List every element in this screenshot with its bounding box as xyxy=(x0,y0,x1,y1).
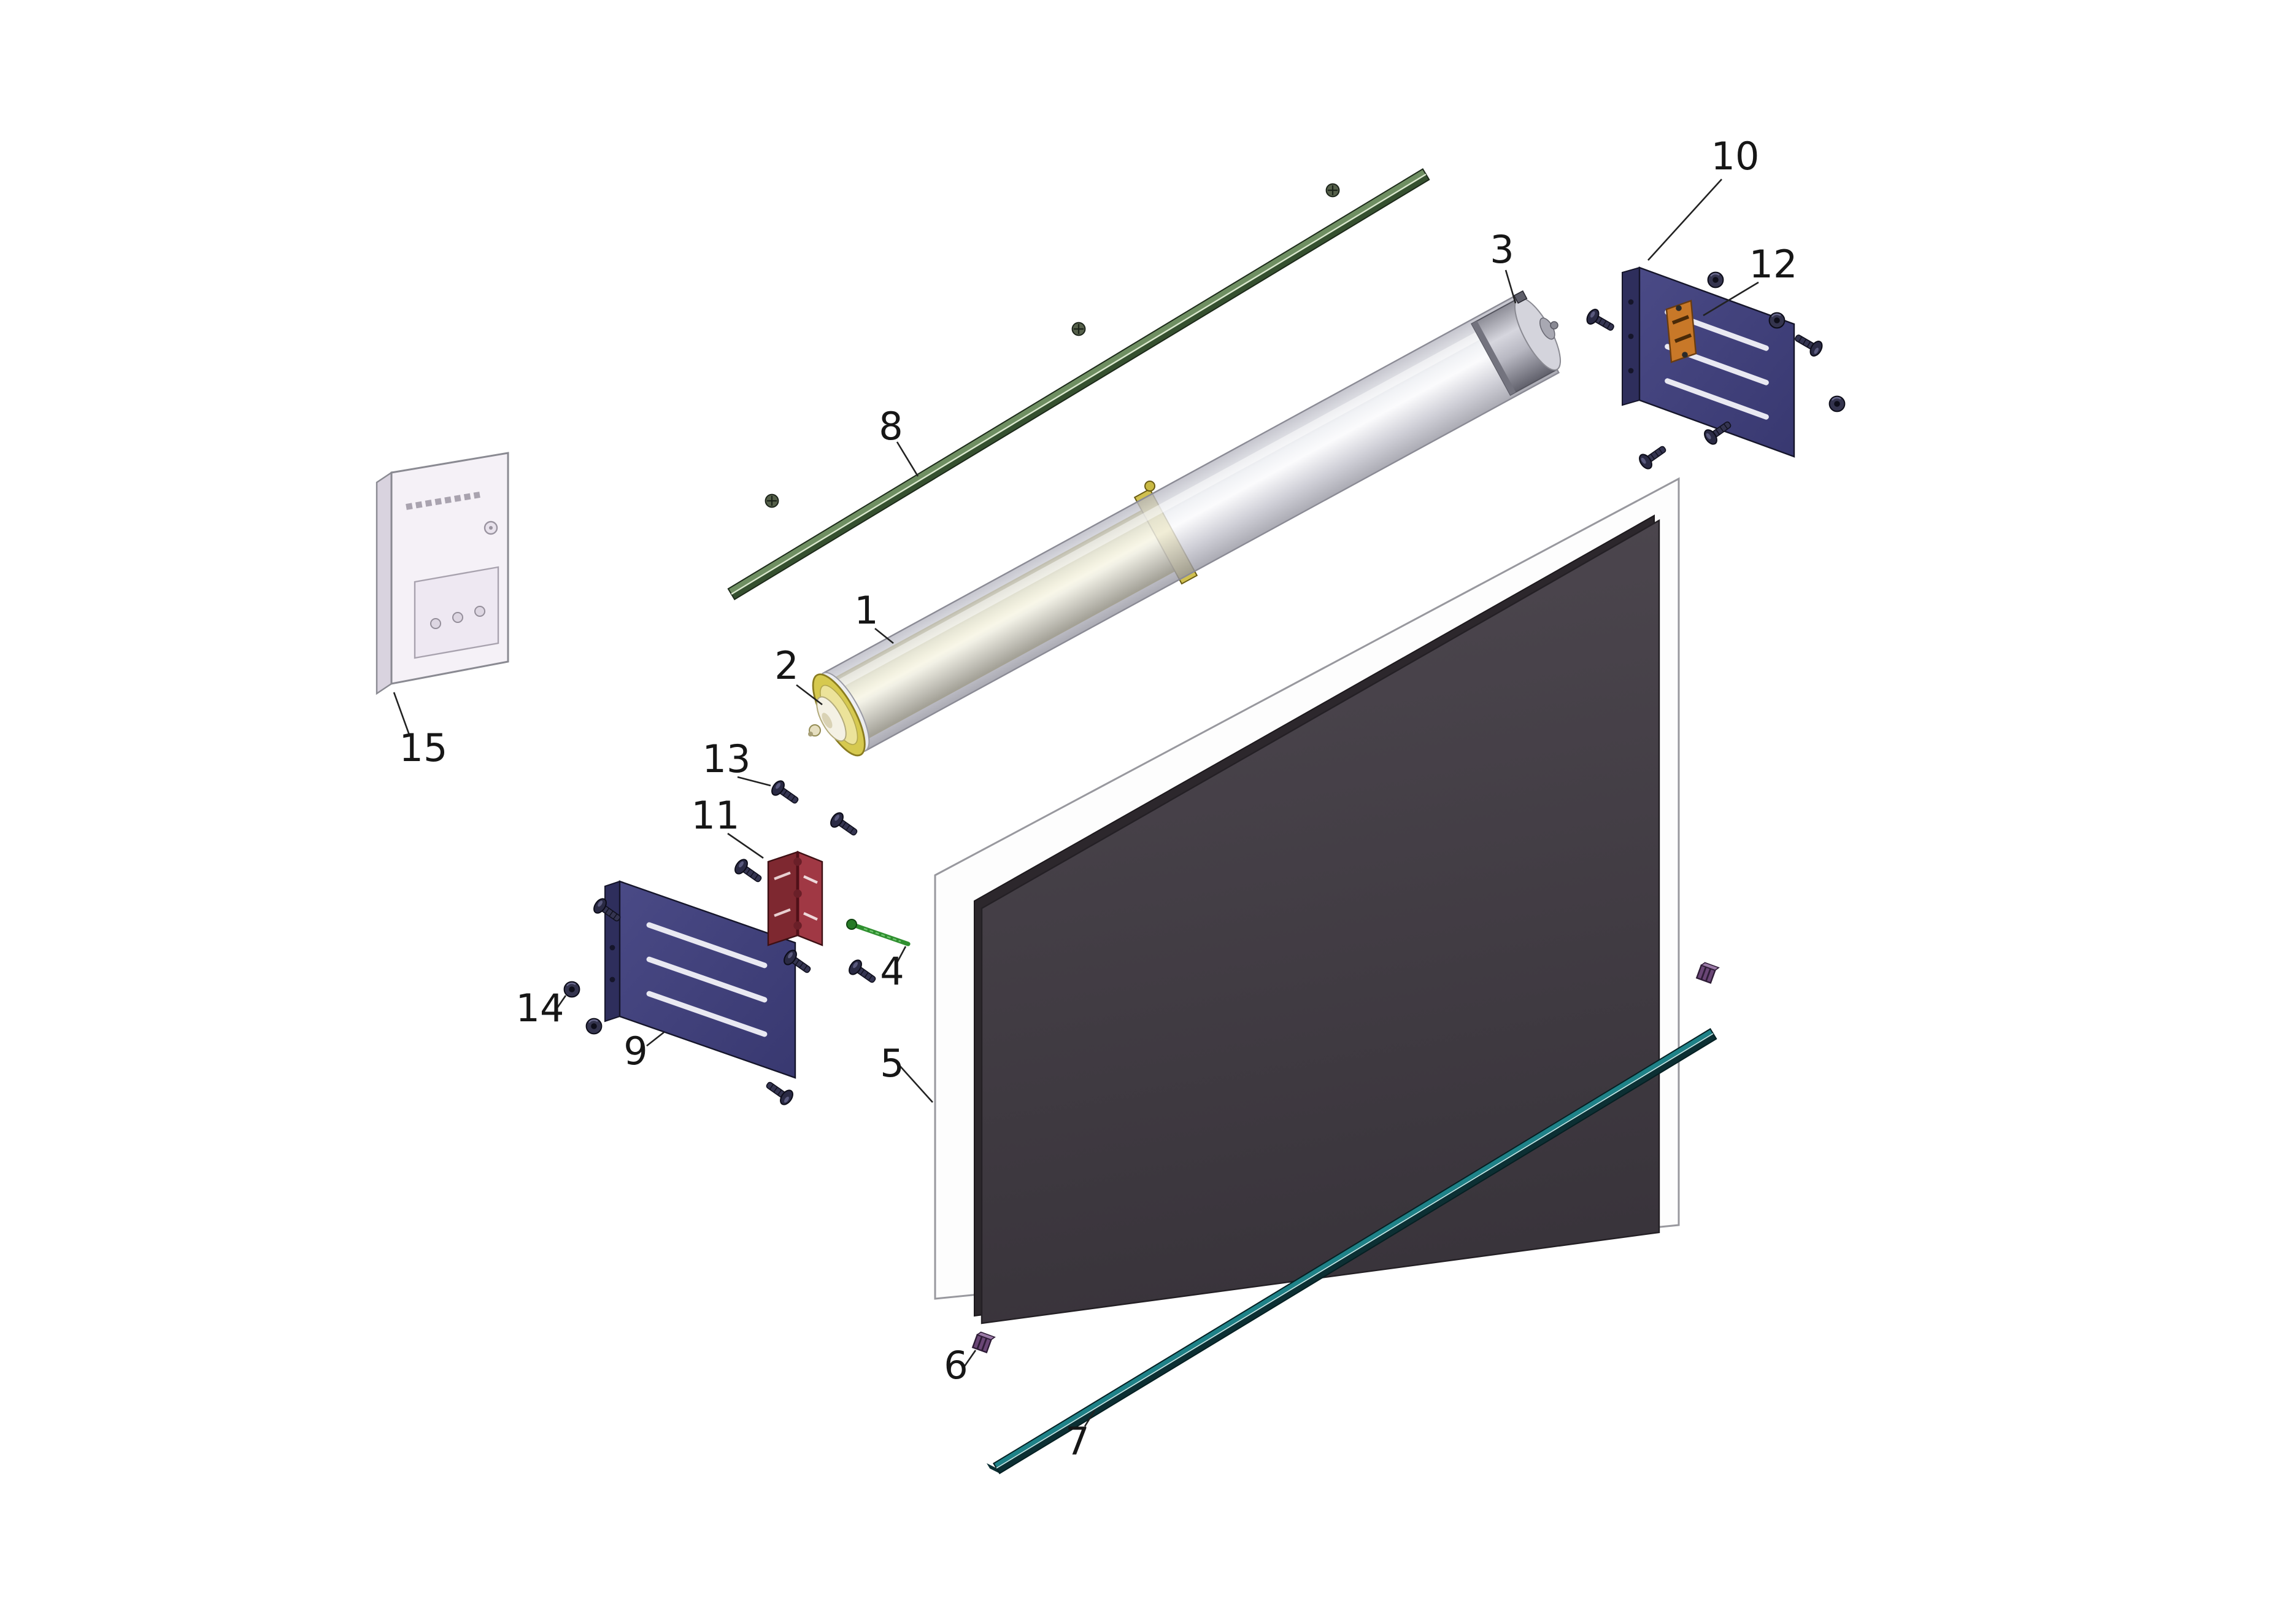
bottom-bar-highlight xyxy=(996,1033,1714,1469)
control-box-logo-dot xyxy=(489,526,493,530)
motor-shaft-pin xyxy=(1550,321,1558,330)
part-label-7: 7 xyxy=(1065,1419,1089,1464)
flange-hole xyxy=(609,945,615,951)
left-bracket-flange xyxy=(604,880,620,1023)
hinge-slot xyxy=(774,871,791,918)
hinge-knuckle xyxy=(793,889,802,898)
leader-9 xyxy=(646,1031,665,1047)
leader-7 xyxy=(1084,1410,1096,1427)
screen-stack xyxy=(934,477,1680,1324)
part-label-15: 15 xyxy=(399,725,448,770)
right-bracket xyxy=(1584,266,1846,472)
nut xyxy=(563,981,580,998)
tubular-motor xyxy=(1471,290,1562,396)
part-label-12: 12 xyxy=(1749,242,1798,287)
flange-hole xyxy=(1628,333,1634,339)
leader-6 xyxy=(963,1350,977,1367)
leader-1 xyxy=(874,627,894,644)
rail-screw xyxy=(1071,322,1086,336)
plug-hub xyxy=(822,713,833,729)
part-label-13: 13 xyxy=(703,737,751,781)
leader-3 xyxy=(1504,269,1517,304)
rail-screw xyxy=(1325,183,1340,198)
part-label-6: 6 xyxy=(944,1343,968,1388)
leader-12 xyxy=(1703,281,1759,317)
roller-assembly xyxy=(808,290,1562,757)
flange-hole xyxy=(609,976,615,983)
nut xyxy=(585,1018,603,1035)
part-label-1: 1 xyxy=(854,588,878,633)
part-label-4: 4 xyxy=(880,949,904,994)
part-label-5: 5 xyxy=(880,1041,904,1086)
hinge-left-leaf xyxy=(767,851,799,946)
clip-screw xyxy=(1676,305,1682,311)
bottom-bar xyxy=(987,1028,1717,1474)
rail-screw xyxy=(765,493,779,508)
flange-hole xyxy=(1628,368,1634,374)
leader-14 xyxy=(553,995,567,1012)
flange-hole xyxy=(1628,299,1634,305)
motor-connector xyxy=(1513,290,1528,304)
collar-nub xyxy=(1144,481,1155,492)
side-clip xyxy=(971,1331,996,1354)
part-label-8: 8 xyxy=(879,404,903,449)
hinge-assembly xyxy=(731,778,911,988)
plug-pin-tip xyxy=(808,732,813,737)
part-label-11: 11 xyxy=(691,793,740,838)
part-label-14: 14 xyxy=(516,986,564,1030)
top-rail-highlight xyxy=(731,173,1427,595)
leader-15 xyxy=(393,692,411,737)
nut xyxy=(1707,271,1724,288)
tube-highlight xyxy=(827,306,1529,693)
part-label-9: 9 xyxy=(623,1029,647,1073)
top-rail xyxy=(727,168,1430,600)
fixing-pin xyxy=(846,919,911,946)
nut xyxy=(1828,395,1846,412)
bracket-slot xyxy=(1665,378,1769,420)
hinge-knuckle xyxy=(793,921,802,930)
leader-5 xyxy=(899,1065,933,1103)
hinge-right-leaf xyxy=(796,851,823,946)
hinge-slot xyxy=(803,875,818,921)
motor-band xyxy=(1471,320,1516,395)
side-clip xyxy=(1695,962,1720,984)
leader-11 xyxy=(727,832,764,859)
side-clips xyxy=(971,962,1720,1354)
part-label-10: 10 xyxy=(1711,134,1760,179)
bottom-bar-end-cap xyxy=(987,1463,1000,1474)
nut xyxy=(1768,312,1786,329)
part-labels: 1 2 3 4 5 6 7 8 9 10 11 12 13 14 15 xyxy=(399,134,1798,1464)
left-bracket xyxy=(563,880,796,1108)
bracket-slot xyxy=(646,922,768,969)
leader-13 xyxy=(737,776,771,787)
clip-screw xyxy=(1682,352,1688,358)
control-box-button xyxy=(430,618,441,629)
leader-4 xyxy=(895,946,907,965)
hinge-knuckle xyxy=(793,857,802,866)
leader-lines xyxy=(393,179,1759,1427)
part-label-2: 2 xyxy=(774,643,798,688)
screen-panel xyxy=(980,519,1660,1324)
control-box-side xyxy=(376,471,393,695)
part-label-3: 3 xyxy=(1490,227,1514,272)
bracket-slot xyxy=(646,956,768,1003)
idle-end-plug xyxy=(808,673,866,757)
motor-clip xyxy=(1665,300,1697,363)
bracket-slot xyxy=(646,991,768,1037)
control-box-button xyxy=(452,612,463,623)
control-box xyxy=(376,452,509,695)
leader-10 xyxy=(1647,179,1722,261)
leader-8 xyxy=(896,441,919,477)
leader-2 xyxy=(796,684,823,706)
control-box-printed-text xyxy=(406,492,480,510)
control-box-button xyxy=(474,606,485,617)
